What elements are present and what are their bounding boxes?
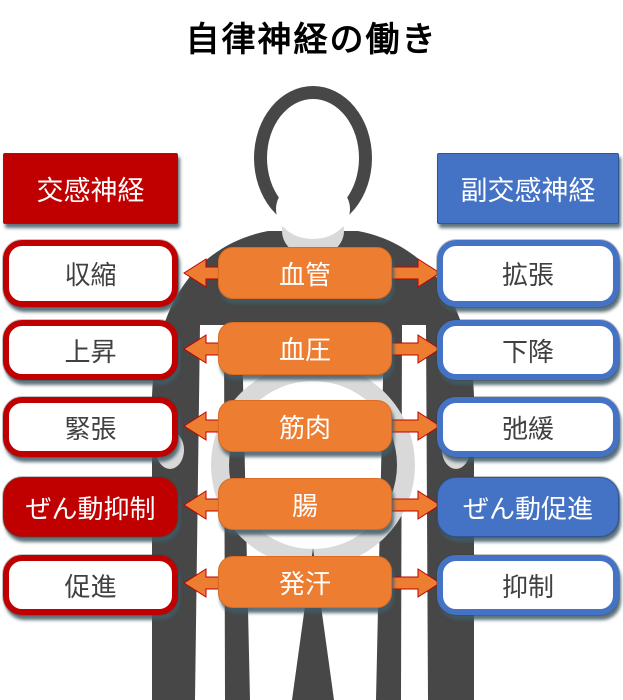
sympathetic-item-peristalsis-suppress: ぜん動抑制: [3, 477, 178, 537]
parasympathetic-item-peristalsis-promote: ぜん動促進: [437, 477, 619, 537]
leg-divider: [292, 548, 334, 700]
parasympathetic-item-lower: 下降: [437, 320, 619, 380]
chin: [276, 179, 350, 239]
organ-blood-vessel: 血管: [218, 247, 392, 299]
organ-blood-pressure: 血圧: [218, 322, 392, 375]
parasympathetic-header: 副交感神経: [437, 153, 619, 224]
sympathetic-header: 交感神経: [3, 153, 178, 224]
sympathetic-item-promote: 促進: [3, 555, 178, 615]
sympathetic-item-rise: 上昇: [3, 320, 178, 380]
organ-intestine: 腸: [218, 478, 392, 530]
sympathetic-item-contract: 収縮: [3, 240, 178, 307]
sympathetic-item-tense: 緊張: [3, 397, 178, 457]
organ-sweat: 発汗: [218, 556, 392, 608]
parasympathetic-item-dilate: 拡張: [437, 240, 619, 307]
parasympathetic-item-relax: 弛緩: [437, 397, 619, 457]
diagram-title: 自律神経の働き: [185, 21, 438, 59]
parasympathetic-item-suppress: 抑制: [437, 555, 619, 615]
organ-muscle: 筋肉: [218, 400, 392, 452]
